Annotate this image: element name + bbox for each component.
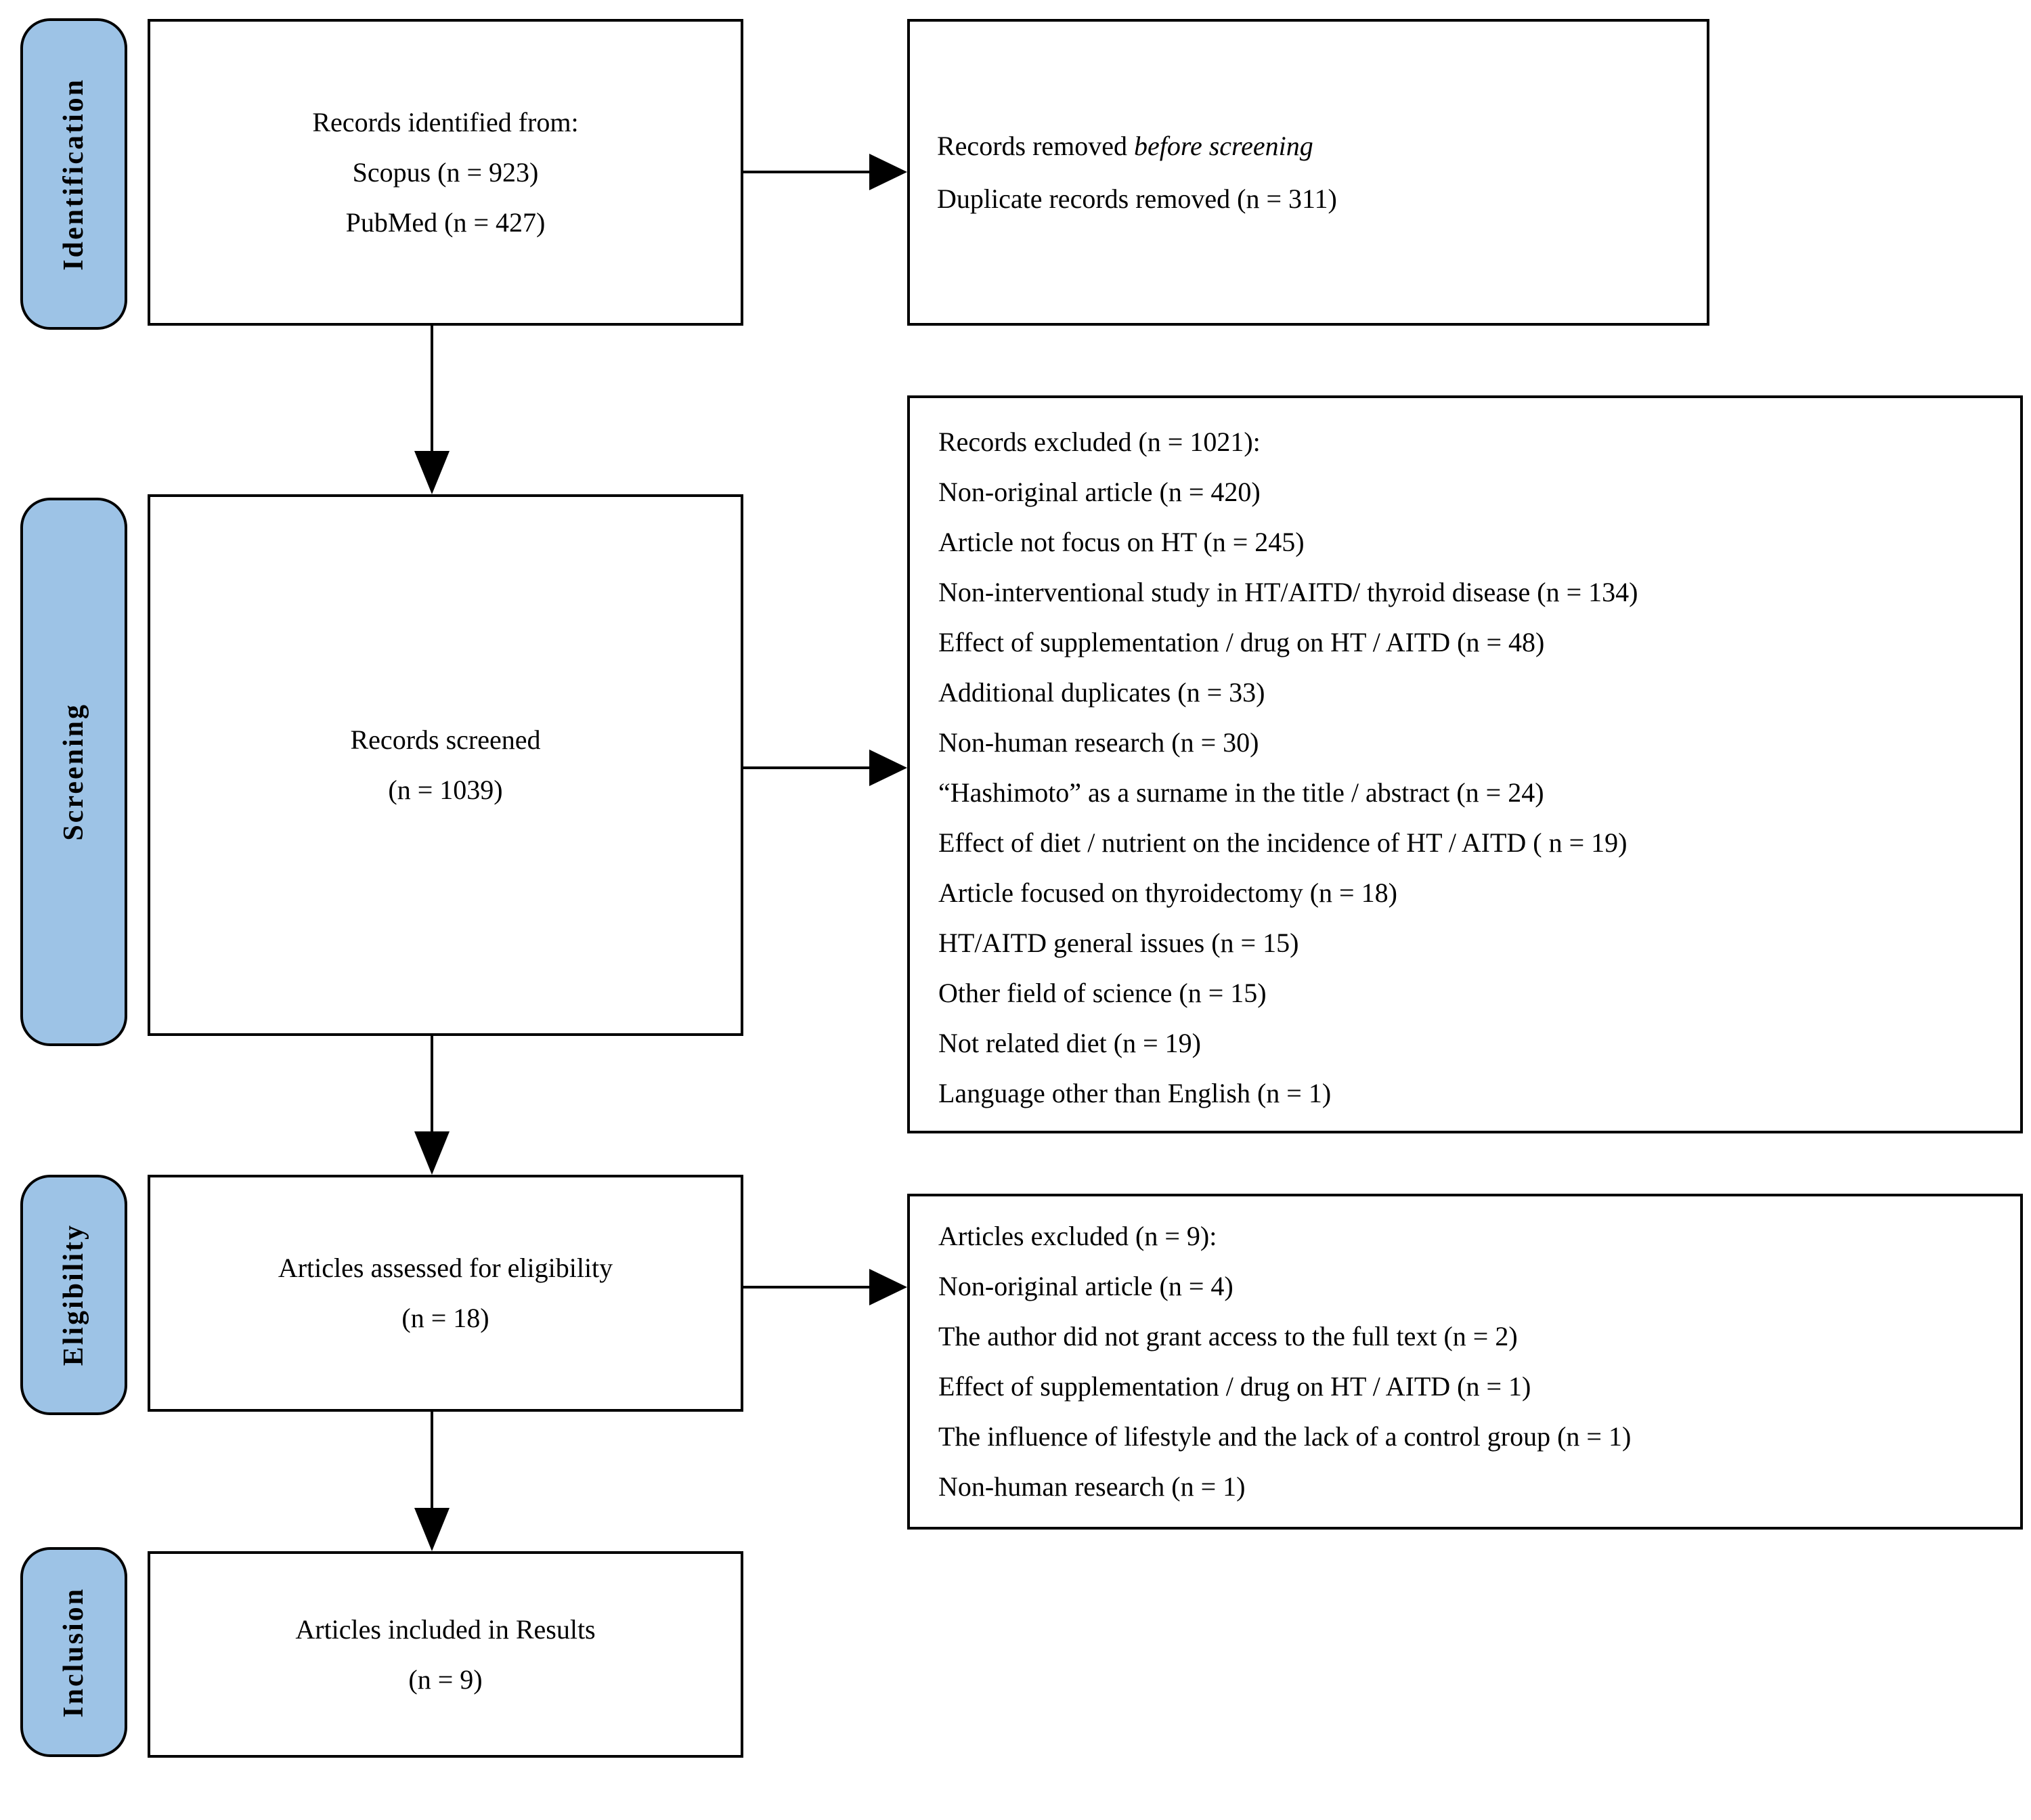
box-articles-excluded: Articles excluded (n = 9): Non-original … <box>907 1194 2023 1530</box>
connector-screened-to-assessed <box>431 1036 433 1131</box>
records-excluded-item: Effect of diet / nutrient on the inciden… <box>938 827 1628 858</box>
records-excluded-item: Non-original article (n = 420) <box>938 477 1261 507</box>
box-records-removed: Records removed before screening Duplica… <box>907 19 1709 326</box>
records-removed-line1: Records removed before screening <box>937 130 1313 161</box>
records-identified-line: Records identified from: <box>312 106 579 137</box>
records-removed-line2: Duplicate records removed (n = 311) <box>937 183 1337 214</box>
connector-identified-to-removed <box>743 171 869 173</box>
records-excluded-item: Article not focus on HT (n = 245) <box>938 527 1305 557</box>
box-records-excluded: Records excluded (n = 1021): Non-origina… <box>907 395 2023 1133</box>
records-excluded-item: HT/AITD general issues (n = 15) <box>938 928 1299 958</box>
arrowhead-down-icon <box>414 1508 450 1551</box>
articles-assessed-line: Articles assessed for eligibility <box>278 1253 613 1283</box>
arrowhead-down-icon <box>414 451 450 494</box>
stage-identification: Identification <box>20 18 127 330</box>
box-records-identified: Records identified from: Scopus (n = 923… <box>148 19 743 326</box>
records-excluded-heading: Records excluded (n = 1021): <box>938 427 1261 457</box>
records-screened-line: Records screened <box>350 724 541 755</box>
records-excluded-item: Effect of supplementation / drug on HT /… <box>938 627 1545 657</box>
records-removed-italic: before screening <box>1134 130 1313 161</box>
records-excluded-item: Non-interventional study in HT/AITD/ thy… <box>938 577 1638 607</box>
articles-excluded-item: The author did not grant access to the f… <box>938 1321 1518 1351</box>
records-excluded-item: Not related diet (n = 19) <box>938 1028 1201 1058</box>
arrowhead-right-icon <box>869 1269 907 1305</box>
records-excluded-item: “Hashimoto” as a surname in the title / … <box>938 777 1544 808</box>
stage-identification-label: Identification <box>58 77 89 271</box>
articles-excluded-item: Non-original article (n = 4) <box>938 1271 1233 1301</box>
arrowhead-down-icon <box>414 1131 450 1175</box>
records-excluded-item: Additional duplicates (n = 33) <box>938 677 1265 708</box>
records-excluded-item: Non-human research (n = 30) <box>938 727 1259 758</box>
articles-excluded-item: Non-human research (n = 1) <box>938 1471 1246 1502</box>
stage-eligibility-label: Eligibility <box>58 1223 89 1366</box>
records-excluded-item: Other field of science (n = 15) <box>938 978 1267 1008</box>
records-excluded-item: Language other than English (n = 1) <box>938 1078 1332 1108</box>
arrowhead-right-icon <box>869 750 907 786</box>
articles-assessed-count: (n = 18) <box>401 1303 489 1333</box>
box-articles-assessed: Articles assessed for eligibility (n = 1… <box>148 1175 743 1412</box>
connector-assessed-to-included <box>431 1412 433 1508</box>
stage-inclusion: Inclusion <box>20 1547 127 1757</box>
records-excluded-item: Article focused on thyroidectomy (n = 18… <box>938 878 1397 908</box>
stage-eligibility: Eligibility <box>20 1175 127 1415</box>
records-identified-pubmed: PubMed (n = 427) <box>345 207 546 238</box>
connector-identified-to-screened <box>431 326 433 451</box>
stage-inclusion-label: Inclusion <box>58 1586 89 1718</box>
arrowhead-right-icon <box>869 154 907 190</box>
records-screened-count: (n = 1039) <box>388 775 503 805</box>
box-records-screened: Records screened (n = 1039) <box>148 494 743 1036</box>
connector-assessed-to-excluded <box>743 1286 869 1288</box>
connector-screened-to-excluded <box>743 766 869 769</box>
articles-included-line: Articles included in Results <box>295 1613 596 1645</box>
articles-excluded-item: Effect of supplementation / drug on HT /… <box>938 1371 1531 1402</box>
articles-excluded-item: The influence of lifestyle and the lack … <box>938 1421 1632 1452</box>
articles-excluded-heading: Articles excluded (n = 9): <box>938 1221 1217 1251</box>
stage-screening: Screening <box>20 498 127 1046</box>
articles-included-count: (n = 9) <box>408 1664 483 1695</box>
records-identified-scopus: Scopus (n = 923) <box>352 156 539 188</box>
box-articles-included: Articles included in Results (n = 9) <box>148 1551 743 1758</box>
stage-screening-label: Screening <box>58 703 89 841</box>
